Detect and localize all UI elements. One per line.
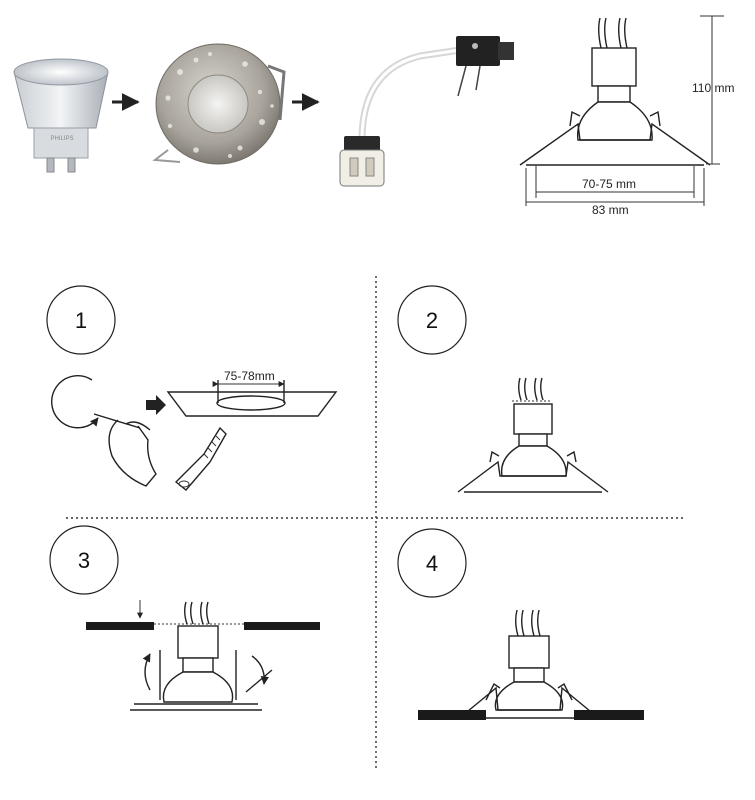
cut-size-label: 75-78mm <box>224 369 275 383</box>
downlight-frame-image <box>152 43 286 165</box>
step-1-number: 1 <box>75 308 87 333</box>
step-3-badge <box>49 525 119 595</box>
outer-dimension-label: 83 mm <box>592 203 629 217</box>
step-3-number: 3 <box>78 548 90 573</box>
step-4-illustration <box>418 609 644 720</box>
step-4-number: 4 <box>426 551 438 576</box>
height-dimension-label: 110 mm <box>692 81 734 95</box>
step-3-illustration <box>86 600 320 711</box>
step-2-badge <box>397 285 467 355</box>
step-2-illustration <box>457 377 609 493</box>
step-2-number: 2 <box>426 308 438 333</box>
gu10-socket-cable-image <box>339 36 514 187</box>
gu10-bulb-image: PHILIPS <box>13 58 109 173</box>
step-1-badge <box>46 285 116 355</box>
step-1-illustration <box>51 375 338 491</box>
step-4-badge <box>397 528 467 598</box>
svg-text:PHILIPS: PHILIPS <box>50 136 73 142</box>
inner-dimension-label: 70-75 mm <box>582 177 636 191</box>
dimension-diagram <box>519 15 724 206</box>
